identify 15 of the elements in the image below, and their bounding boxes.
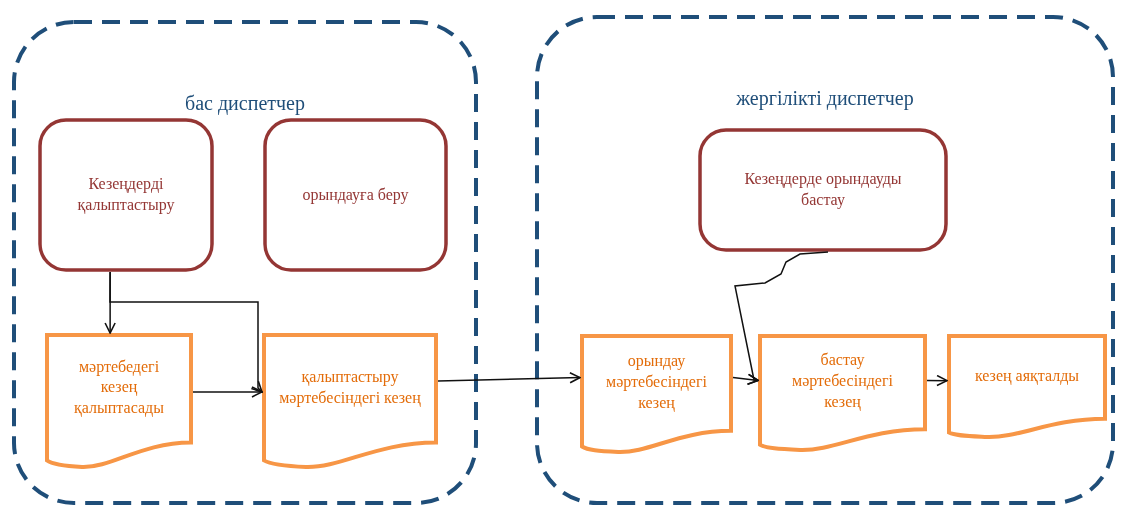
group-title: бас диспетчер (185, 91, 305, 116)
node-label: Кезеңдерді қалыптастыру (76, 174, 176, 216)
arrow (734, 251, 829, 386)
node-label: бастау мәртебесіндегі кезең (791, 350, 894, 413)
arrow (437, 372, 581, 384)
node-label: қалыптастыру мәртебесіндегі кезең (278, 367, 422, 409)
arrow (109, 271, 263, 393)
node-label: орындауға беру (302, 184, 409, 206)
node-label: орындау мәртебесіндегі кезең (605, 351, 708, 414)
group-title: жергілікті диспетчер (736, 86, 914, 111)
arrow (926, 374, 948, 387)
node-label: мәртебедегі кезең қалыптасады (73, 356, 165, 419)
node-label: кезең аяқталды (974, 366, 1080, 387)
arrow (192, 386, 263, 398)
node-label: Кезеңдерде орындауды бастау (743, 169, 903, 211)
